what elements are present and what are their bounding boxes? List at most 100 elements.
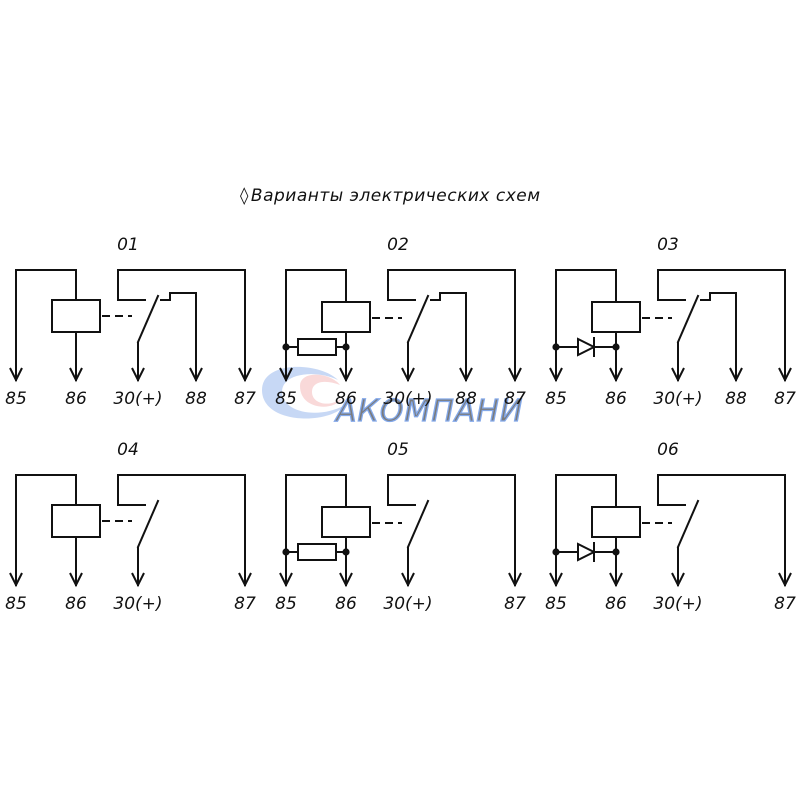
- terminal-85-arrow: [9, 572, 23, 588]
- terminal-30-arrow: [401, 572, 415, 588]
- terminal-label-87: 87: [774, 389, 796, 409]
- relay-variant-03: 03 85 86 30(+) 88 87: [545, 235, 796, 409]
- watermark-swirl-icon: [262, 366, 345, 419]
- switch-blade: [406, 499, 430, 549]
- terminal-label-30: 30(+): [113, 389, 162, 409]
- terminal-label-88: 88: [725, 389, 747, 409]
- terminal-label-30: 30(+): [653, 389, 702, 409]
- terminal-label-87: 87: [504, 389, 526, 409]
- terminal-87-arrow: [778, 367, 792, 383]
- terminal-label-87: 87: [234, 594, 256, 614]
- terminal-85-arrow: [279, 367, 293, 383]
- terminal-88-arrow: [189, 367, 203, 383]
- relay-coil: [591, 506, 641, 538]
- terminal-86-arrow: [339, 572, 353, 588]
- variant-number: 05: [387, 440, 409, 460]
- terminal-label-86: 86: [65, 389, 87, 409]
- terminal-label-86: 86: [605, 389, 627, 409]
- relay-coil: [51, 299, 101, 333]
- terminal-85-arrow: [549, 572, 563, 588]
- watermark: АКОМПАНИ: [262, 366, 523, 430]
- terminal-label-86: 86: [605, 594, 627, 614]
- terminal-label-88: 88: [185, 389, 207, 409]
- resistor-symbol: [297, 338, 337, 356]
- terminal-87-arrow: [778, 572, 792, 588]
- diode-symbol: [577, 542, 597, 562]
- terminal-label-86: 86: [65, 594, 87, 614]
- terminal-86-arrow: [69, 367, 83, 383]
- terminal-label-88: 88: [455, 389, 477, 409]
- terminal-label-87: 87: [504, 594, 526, 614]
- terminal-86-arrow: [609, 572, 623, 588]
- switch-blade: [136, 499, 160, 549]
- terminal-88-arrow: [729, 367, 743, 383]
- terminal-label-85: 85: [275, 594, 297, 614]
- switch-blade: [136, 294, 160, 344]
- terminal-label-85: 85: [5, 389, 27, 409]
- wire: [117, 474, 246, 585]
- terminal-label-85: 85: [545, 594, 567, 614]
- wire: [117, 269, 246, 380]
- variant-number: 01: [117, 235, 139, 255]
- terminal-85-arrow: [9, 367, 23, 383]
- terminal-87-arrow: [238, 572, 252, 588]
- terminal-85-arrow: [549, 367, 563, 383]
- terminal-label-85: 85: [5, 594, 27, 614]
- title-marker: ◊: [240, 186, 249, 206]
- switch-blade: [406, 294, 430, 344]
- terminal-label-87: 87: [774, 594, 796, 614]
- relay-variant-06: 06 85 86 30(+) 87: [545, 440, 796, 614]
- variant-number: 03: [657, 235, 679, 255]
- wire: [700, 292, 737, 380]
- terminal-label-85: 85: [545, 389, 567, 409]
- terminal-label-30: 30(+): [653, 594, 702, 614]
- terminal-86-arrow: [609, 367, 623, 383]
- diode-symbol: [577, 337, 597, 357]
- terminal-30-arrow: [131, 572, 145, 588]
- watermark-swirl-icon: [300, 374, 342, 407]
- terminal-label-30: 30(+): [383, 389, 432, 409]
- wire: [657, 269, 786, 380]
- terminal-86-arrow: [69, 572, 83, 588]
- title-text: Варианты электрических схем: [250, 186, 541, 206]
- wire: [285, 269, 347, 380]
- terminal-87-arrow: [238, 367, 252, 383]
- wire: [387, 269, 516, 380]
- terminal-88-arrow: [459, 367, 473, 383]
- terminal-30-arrow: [671, 367, 685, 383]
- relay-variant-04: 04 85 86 30(+) 87: [5, 440, 256, 614]
- diagram-title: ◊Варианты электрических схем: [240, 186, 580, 206]
- wire: [15, 269, 77, 380]
- variant-number: 04: [117, 440, 139, 460]
- relay-coil: [591, 301, 641, 333]
- terminal-label-30: 30(+): [383, 594, 432, 614]
- wire: [657, 474, 786, 585]
- wire: [285, 474, 347, 585]
- terminal-30-arrow: [131, 367, 145, 383]
- relay-coil: [321, 301, 371, 333]
- wire: [430, 292, 467, 380]
- watermark-text: АКОМПАНИ: [334, 394, 523, 429]
- terminal-30-arrow: [401, 367, 415, 383]
- switch-blade: [676, 499, 700, 549]
- relay-coil: [321, 506, 371, 538]
- terminal-87-arrow: [508, 367, 522, 383]
- terminal-30-arrow: [671, 572, 685, 588]
- resistor-symbol: [297, 543, 337, 561]
- terminal-label-30: 30(+): [113, 594, 162, 614]
- wire: [555, 269, 617, 380]
- terminal-85-arrow: [279, 572, 293, 588]
- terminal-87-arrow: [508, 572, 522, 588]
- variant-number: 06: [657, 440, 679, 460]
- terminal-label-85: 85: [275, 389, 297, 409]
- wire: [555, 474, 617, 585]
- relay-coil: [51, 504, 101, 538]
- wire: [160, 292, 197, 380]
- terminal-label-87: 87: [234, 389, 256, 409]
- switch-blade: [676, 294, 700, 344]
- wire: [387, 474, 516, 585]
